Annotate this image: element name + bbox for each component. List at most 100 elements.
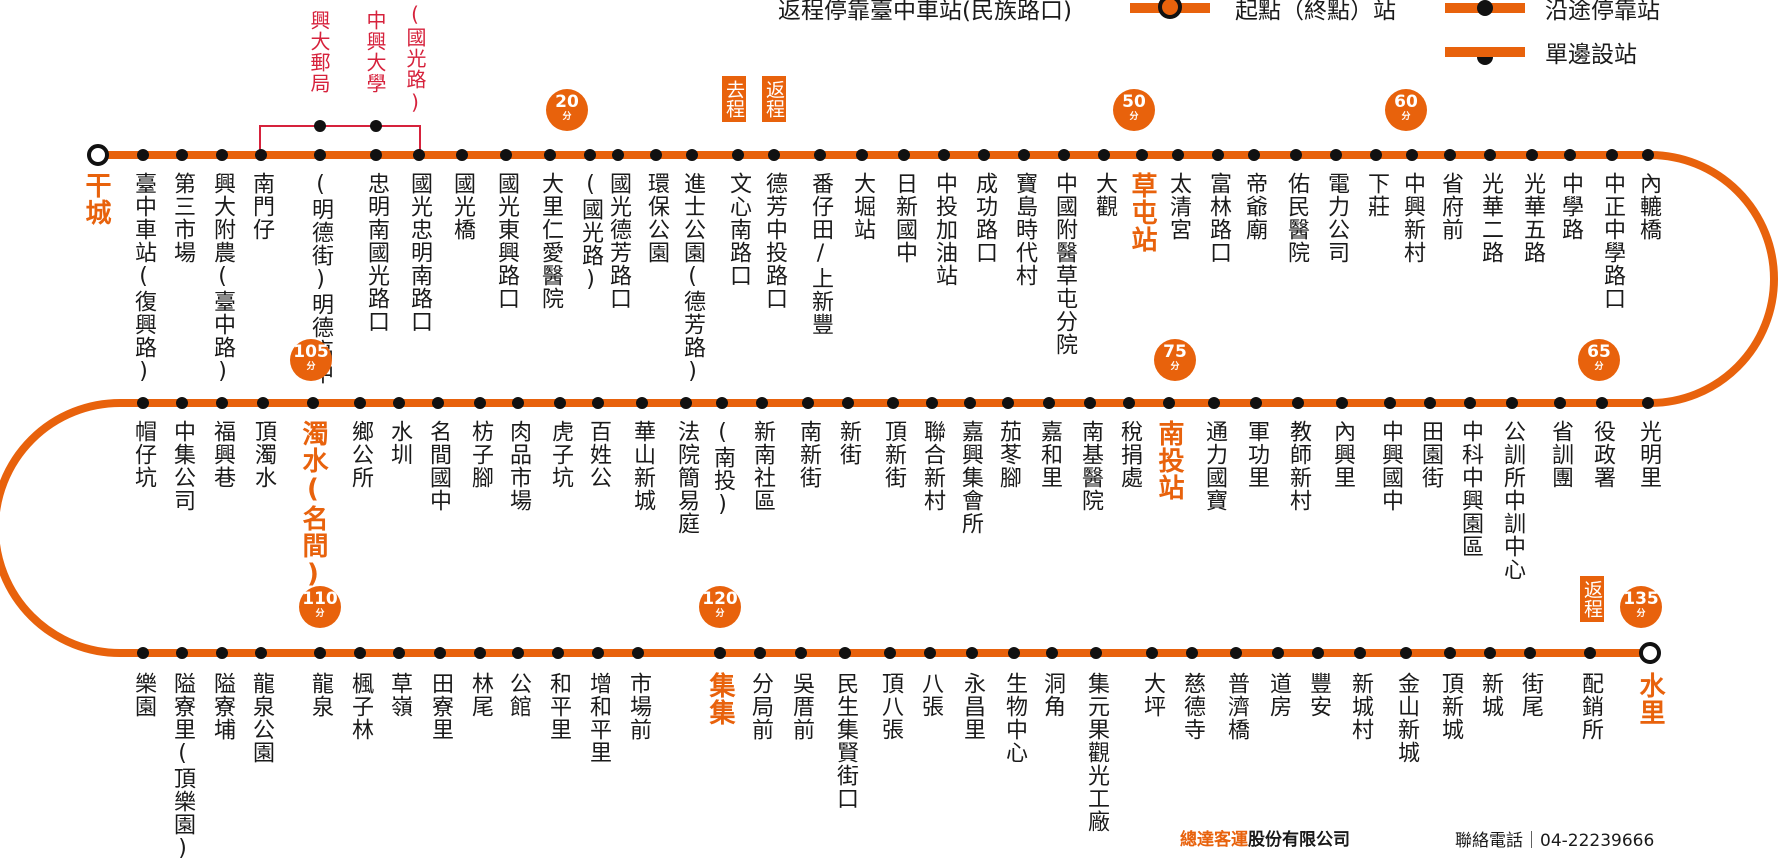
station-dot: [1248, 149, 1260, 161]
station-label: 役政署: [1590, 420, 1615, 489]
station-label: 新城村: [1348, 672, 1373, 741]
station-dot: [370, 149, 382, 161]
station-label: 八張: [918, 672, 943, 718]
station-label: 福興巷: [210, 420, 235, 489]
station-label: 南基醫院: [1078, 420, 1103, 512]
branch-label-1: 興大郵局: [307, 10, 331, 94]
station-label: 南門仔: [249, 172, 274, 241]
station-dot: [176, 397, 188, 409]
station-label: 教師新村: [1286, 420, 1311, 512]
station-dot: [1584, 647, 1596, 659]
station-label: 鄉公所: [348, 420, 373, 489]
station-dot: [1424, 397, 1436, 409]
station-dot: [1464, 397, 1476, 409]
station-label: 永昌里: [960, 672, 985, 741]
station-dot: [716, 397, 728, 409]
footer-phone: 聯絡電話｜04-22239666: [1455, 831, 1655, 851]
station-label: 興大附農(臺中路): [210, 172, 235, 385]
station-dot: [814, 149, 826, 161]
station-label: 文心南路口: [726, 172, 751, 287]
station-label: 公訓所中訓中心: [1500, 420, 1525, 581]
station-dot: [1008, 647, 1020, 659]
station-dot: [842, 397, 854, 409]
station-dot: [732, 149, 744, 161]
station-label: 臺中車站(復興路): [131, 172, 156, 385]
station-dot: [257, 397, 269, 409]
time-badge-unit: 分: [1129, 112, 1139, 122]
station-label: 通力國寶: [1202, 420, 1227, 512]
station-dot: [474, 647, 486, 659]
station-dot: [926, 397, 938, 409]
station-dot: [1484, 149, 1496, 161]
station-label: (國光路): [578, 172, 603, 293]
station-label: 道房: [1266, 672, 1291, 718]
time-badge-unit: 分: [1594, 362, 1604, 372]
station-label: 吳厝前: [789, 672, 814, 741]
station-label: 內興里: [1330, 420, 1355, 489]
station-dot: [307, 397, 319, 409]
station-label: 隘寮埔: [210, 672, 235, 741]
station-dot: [1123, 397, 1135, 409]
time-badge-value: 135: [1623, 589, 1659, 609]
back-tag-1: 返程: [762, 76, 786, 122]
station-dot: [216, 149, 228, 161]
station-dot: [756, 397, 768, 409]
station-label: 肉品市場: [506, 420, 531, 512]
station-dot: [592, 647, 604, 659]
station-label: 林尾: [468, 672, 493, 718]
station-dot: [632, 647, 644, 659]
station-label: 法院簡易庭: [674, 420, 699, 535]
station-dot: [1084, 397, 1096, 409]
station-dot: [978, 149, 990, 161]
station-dot: [1230, 647, 1242, 659]
station-label: 新南社區: [750, 420, 775, 512]
time-badge-unit: 分: [715, 609, 725, 619]
station-dot: [393, 397, 405, 409]
station-label: 中集公司: [170, 420, 195, 512]
go-tag: 去程: [722, 76, 746, 122]
time-badge-value: 50: [1122, 92, 1146, 112]
station-label: 中興新村: [1400, 172, 1425, 264]
station-dot: [924, 647, 936, 659]
time-badge-value: 110: [302, 589, 338, 609]
station-label: 中正中學路口: [1600, 172, 1625, 310]
route-line: [0, 151, 1778, 657]
station-label: 新城: [1478, 672, 1503, 718]
station-dot: [1002, 397, 1014, 409]
station-dot: [1400, 647, 1412, 659]
station-label: 下莊: [1364, 172, 1389, 218]
station-dot: [176, 149, 188, 161]
station-dot: [314, 647, 326, 659]
station-label: 集元果觀光工廠: [1084, 672, 1109, 833]
legend-return-stop: 返程停靠臺中車站(民族路口): [778, 0, 1072, 24]
station-dot: [686, 149, 698, 161]
station-label: 濁水(名間): [298, 420, 328, 590]
station-dot: [1506, 397, 1518, 409]
station-dot: [1354, 647, 1366, 659]
station-dot: [1090, 647, 1102, 659]
station-dot: [552, 647, 564, 659]
station-dot: [1596, 397, 1608, 409]
station-dot: [255, 647, 267, 659]
station-dot: [314, 149, 326, 161]
station-label: 忠明南國光路口: [364, 172, 389, 333]
station-label: 分局前: [748, 672, 773, 741]
station-dot: [887, 397, 899, 409]
station-dot: [1370, 149, 1382, 161]
station-dot: [636, 397, 648, 409]
station-label: 富林路口: [1206, 172, 1231, 264]
station-dot: [1384, 397, 1396, 409]
station-label: 環保公園: [644, 172, 669, 264]
station-dot: [1018, 149, 1030, 161]
station-label: 田園街: [1418, 420, 1443, 489]
time-badge-unit: 分: [1401, 112, 1411, 122]
start-terminal-label: 干城: [81, 172, 111, 226]
station-label: 配銷所: [1578, 672, 1603, 741]
time-badge-value: 120: [702, 589, 738, 609]
station-dot: [612, 149, 624, 161]
station-dot: [1406, 149, 1418, 161]
station-label: 中投加油站: [932, 172, 957, 287]
station-label: 光華五路: [1520, 172, 1545, 264]
